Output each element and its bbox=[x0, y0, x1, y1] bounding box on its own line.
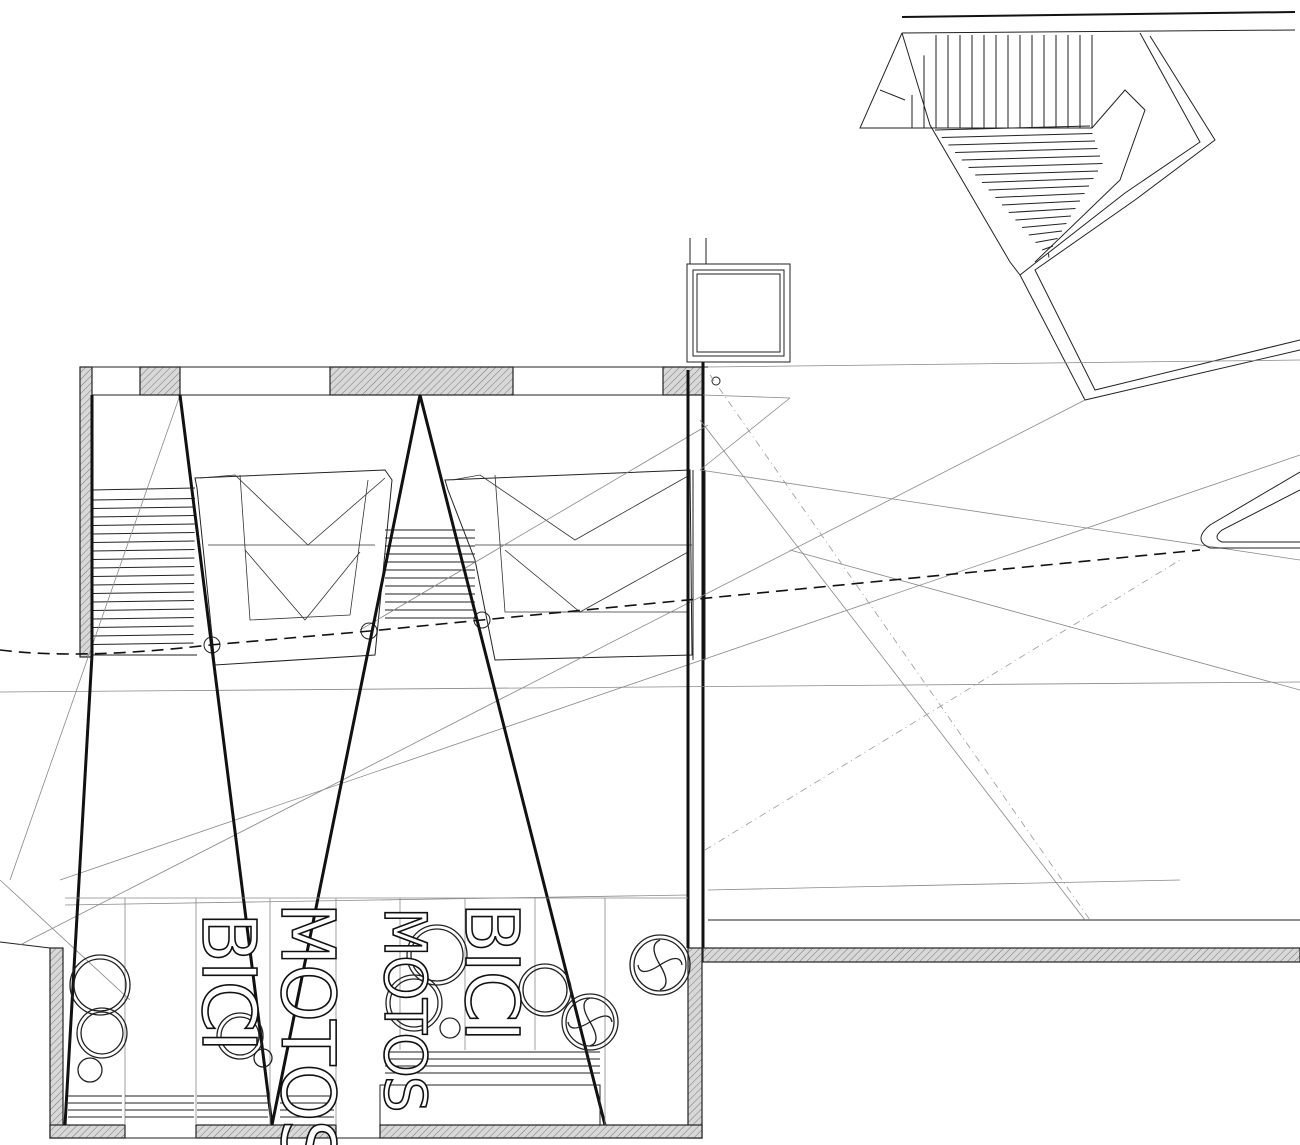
marking-motos-left: MOTOS bbox=[264, 902, 350, 1145]
stair-tread bbox=[941, 133, 1093, 138]
stair-tread bbox=[91, 642, 194, 645]
parking-bays bbox=[65, 897, 688, 1126]
stair-tread bbox=[91, 557, 195, 560]
stair-tread bbox=[1022, 223, 1067, 228]
stair-tread bbox=[988, 185, 1090, 191]
stair-tread bbox=[1008, 208, 1076, 213]
stair-tread bbox=[91, 523, 195, 526]
stair-tread bbox=[91, 600, 194, 603]
upper-staircase bbox=[859, 11, 1300, 401]
stair-tread bbox=[934, 125, 1091, 131]
stair-tread bbox=[91, 506, 195, 509]
stair-treads-top bbox=[879, 35, 1093, 128]
stair-tread bbox=[968, 163, 1103, 168]
left-staircase bbox=[91, 487, 197, 656]
stair-tread bbox=[1042, 245, 1054, 251]
stair-tread bbox=[981, 178, 1094, 183]
stair-tread bbox=[91, 591, 195, 594]
stair-tread bbox=[91, 617, 194, 620]
stair-tread bbox=[91, 625, 194, 628]
zigzag-lines bbox=[63, 370, 690, 1126]
stair-tread bbox=[961, 155, 1101, 161]
stair-tread bbox=[91, 549, 195, 552]
stair-treads-diag bbox=[934, 125, 1103, 258]
stair-tread bbox=[91, 583, 195, 586]
stair-tread bbox=[91, 532, 195, 535]
stair-tread bbox=[975, 170, 1099, 176]
parking-stripes bbox=[68, 1051, 600, 1118]
stair-tread bbox=[879, 89, 906, 101]
stair-tread bbox=[91, 608, 194, 611]
stair-tread bbox=[91, 574, 195, 577]
center-staircase bbox=[385, 529, 475, 619]
stair-tread bbox=[1015, 215, 1072, 221]
marking-motos-right: MOTOS bbox=[371, 907, 439, 1111]
stair-tread bbox=[1035, 238, 1058, 243]
construction-lines bbox=[0, 359, 1300, 1001]
ramp-left bbox=[194, 469, 393, 666]
marking-bici-left: BICI bbox=[185, 912, 271, 1050]
stair-tread bbox=[91, 515, 195, 518]
trees bbox=[69, 924, 691, 1083]
stair-tread bbox=[995, 193, 1085, 198]
ramp-right bbox=[444, 469, 693, 661]
stair-tread bbox=[91, 634, 194, 637]
marking-bici-right: BICI bbox=[448, 902, 534, 1040]
floor-markings: BICI MOTOS MOTOS BICI bbox=[184, 901, 535, 1145]
stair-tread bbox=[91, 540, 195, 543]
stair-tread bbox=[955, 148, 1098, 153]
stair-tread bbox=[91, 566, 195, 569]
stair-tread bbox=[948, 140, 1096, 146]
stair-tread bbox=[1001, 200, 1081, 206]
elevator-shaft bbox=[686, 238, 791, 386]
stair-tread bbox=[1028, 230, 1063, 236]
